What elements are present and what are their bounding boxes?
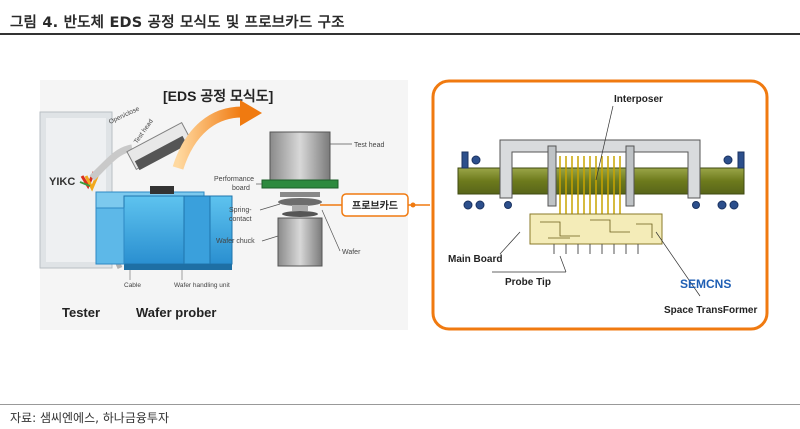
wafer-prober-label: Wafer prober [136, 305, 216, 320]
interposer-pins [559, 156, 621, 214]
probe-card-connector-dot [410, 202, 416, 208]
yikc-brand-logo: YIKC [49, 176, 75, 188]
interposer-label: Interposer [614, 94, 663, 105]
space-transformer-block [529, 213, 663, 245]
test-head-arm [89, 121, 192, 181]
stiffener-frame [499, 139, 701, 199]
support-post-left [547, 145, 557, 207]
performance-board-label-line1: Performance [214, 176, 254, 183]
semcns-logo: SEMCNS [680, 277, 731, 291]
eds-diagram-heading: [EDS 공정 모식도] [163, 88, 273, 104]
performance-board-label-line2: board [232, 185, 250, 192]
schematic-leader-lines [256, 143, 352, 252]
probe-tips [553, 244, 639, 254]
wafer-handling-unit-label: Wafer handling unit [174, 282, 230, 289]
wafer-prober-machine [95, 186, 233, 270]
probe-card-structure-panel: Interposer Main Board Probe Tip SEMCNS S… [431, 79, 769, 331]
support-post-right [625, 145, 635, 207]
space-transformer-label: Space TransFormer [664, 305, 757, 316]
main-board-label: Main Board [448, 254, 502, 265]
title-underline [0, 33, 800, 35]
spring-contact-label-line2: contact [229, 216, 252, 223]
figure-title: 그림 4. 반도체 EDS 공정 모식도 및 프로브카드 구조 [10, 15, 345, 31]
process-arrow [172, 106, 243, 170]
space-transformer-wiring [540, 219, 653, 239]
process-arrow-head [240, 100, 262, 126]
tester-machine: YIKC [39, 111, 113, 269]
footer-rule [0, 404, 800, 405]
wafer-chuck-label: Wafer chuck [216, 238, 255, 245]
probe-card-callout-text: 프로브카드 [352, 199, 398, 212]
probe-tip-label: Probe Tip [505, 277, 551, 288]
mounting-screws [461, 151, 745, 210]
wafer-label: Wafer [342, 249, 361, 256]
eds-process-panel: [EDS 공정 모식도] YIKC [39, 80, 430, 330]
source-note: 자료: 샘씨엔에스, 하나금융투자 [10, 411, 170, 425]
spring-contact-label-line1: Spring- [229, 207, 252, 214]
structure-leader-lines [492, 105, 701, 297]
probe-station-schematic [261, 131, 339, 267]
tester-label: Tester [62, 305, 100, 320]
cable-label: Cable [124, 282, 141, 289]
test-head-label: Test head [354, 142, 384, 149]
